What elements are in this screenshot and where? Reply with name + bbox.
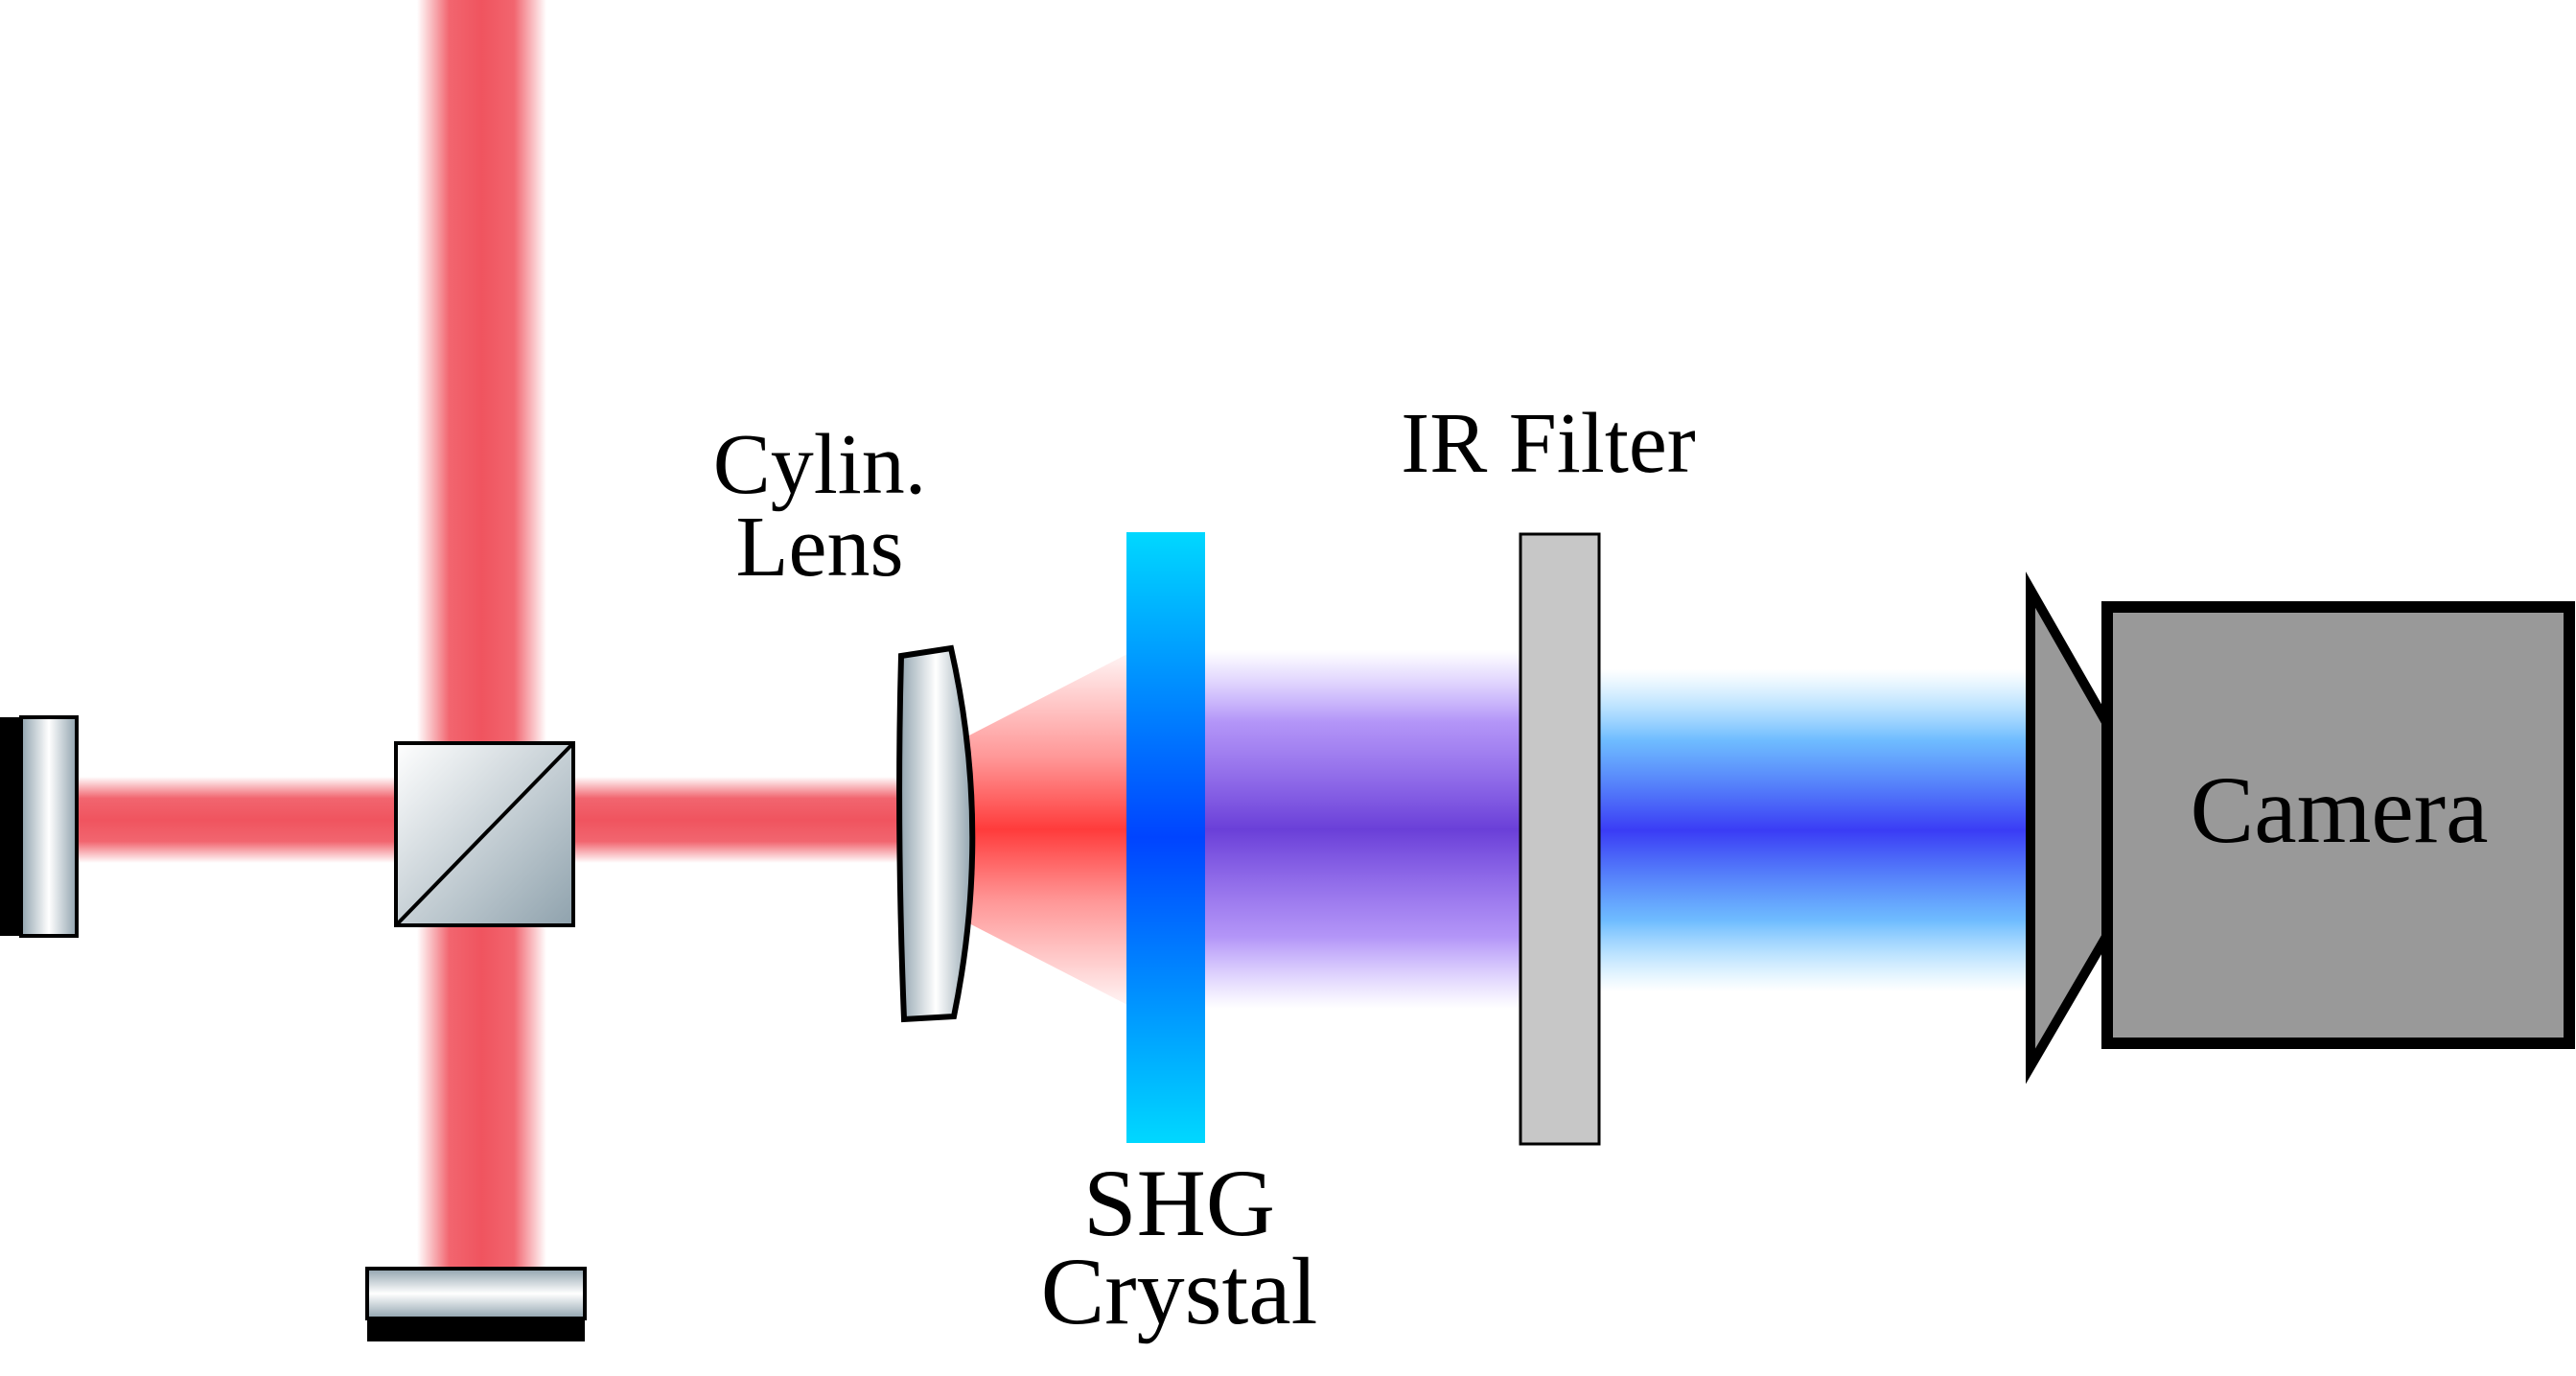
shg-crystal-label-line1: SHG <box>1082 1150 1276 1256</box>
ir-filter-label: IR Filter <box>1337 401 1759 487</box>
ir-beam-vertical <box>417 0 546 1275</box>
cylindrical-lens-label: Cylin. Lens <box>661 422 978 591</box>
ir-filter-label-text: IR Filter <box>1401 396 1696 491</box>
cylindrical-lens <box>896 644 976 1023</box>
left-mirror-backing <box>0 717 21 936</box>
filtered-blue-beam <box>1599 669 2031 991</box>
shg-crystal-label-line2: Crystal <box>1040 1238 1318 1344</box>
left-mirror <box>19 715 79 938</box>
shg-crystal <box>1126 532 1205 1143</box>
shg-crystal-label: SHG Crystal <box>987 1155 1371 1340</box>
bottom-mirror <box>365 1267 587 1320</box>
ir-filter <box>1519 532 1601 1146</box>
beam-splitter-diagonal <box>394 741 575 927</box>
cylindrical-lens-label-line2: Lens <box>735 500 904 595</box>
camera-lens-housing <box>2026 571 2112 1084</box>
second-harmonic-beam <box>1203 650 1520 1009</box>
bottom-mirror-backing <box>367 1318 585 1341</box>
camera-label: Camera <box>2190 757 2489 863</box>
focused-ir-cone <box>963 652 1131 1007</box>
cylindrical-lens-label-line1: Cylin. <box>712 417 927 512</box>
camera-body <box>2101 601 2575 1049</box>
